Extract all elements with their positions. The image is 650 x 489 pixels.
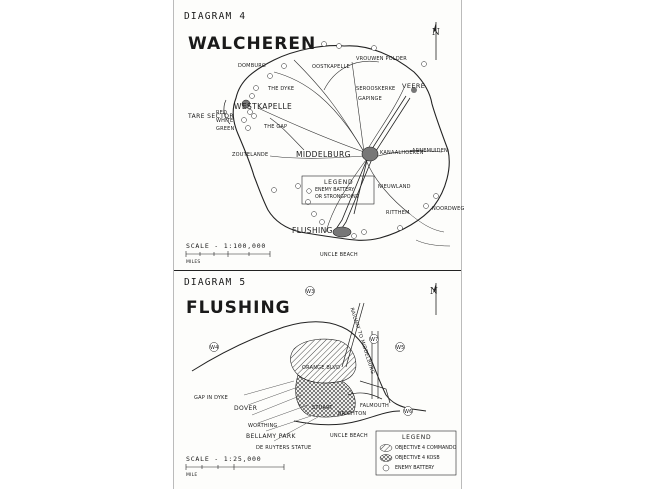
place-arnemuiden: ARNEMUIDEN [412, 148, 448, 154]
legend-5-title: LEGEND [402, 434, 432, 441]
place-tare-sector: TARE SECTOR [188, 113, 234, 120]
scale-5-unit: MILE [186, 473, 198, 478]
middelburg-town [361, 146, 379, 162]
place-falmouth: FALMOUTH [360, 403, 389, 409]
legend-4-line2: OR STRONGPOINT [315, 195, 359, 200]
place-orange-blvd: ORANGE BLVD [302, 365, 341, 371]
legend-5-line2: OBJECTIVE 4 KOSB [395, 456, 440, 461]
battery-label-w7: W7 [370, 337, 379, 343]
place-the-gap: THE GAP [264, 124, 288, 130]
battery-label-w4: W3 [306, 289, 315, 295]
place-green: GREEN [216, 126, 235, 132]
place-nieuwland: NIEUWLAND [378, 184, 411, 190]
battery-markers-5 [209, 286, 413, 416]
place-vrouwenpolder: VROUWEN POLDER [356, 56, 407, 62]
battery-label-w6: W6 [404, 409, 413, 415]
place-bellamy-park: BELLAMY PARK [246, 433, 296, 440]
place-stuart: STUART [312, 405, 333, 411]
flushing-map [185, 283, 457, 476]
scale-bar-5 [185, 464, 285, 470]
place-flushing: FLUSHING [292, 226, 333, 235]
north-arrow-icon [433, 283, 437, 315]
place-worthing: WORTHING [248, 423, 278, 429]
place-serooskerke: SEROOSKERKE [356, 86, 396, 92]
scale-5-label: SCALE - 1:25,000 [186, 455, 262, 463]
place-oostkapelle: OOSTKAPELLE [312, 64, 350, 70]
battery-label-w5: W5 [396, 345, 405, 351]
place-uncle-beach-4: UNCLE BEACH [320, 252, 358, 258]
map-sheet: DIAGRAM 4 WALCHEREN N [173, 0, 464, 489]
place-dover: DOVER [234, 405, 258, 412]
place-ritthem: RITTHEM [386, 210, 410, 216]
walcheren-title: WALCHEREN [188, 34, 317, 54]
legend-box-5 [375, 430, 457, 476]
diagram-5-label: DIAGRAM 5 [184, 277, 247, 288]
legend-box-4 [301, 175, 375, 205]
diagram-4-label: DIAGRAM 4 [184, 11, 247, 22]
place-veere: VEERE [402, 82, 426, 90]
place-domburg: DOMBURG [238, 63, 266, 69]
diagram-5-panel: DIAGRAM 5 FLUSHING N [174, 271, 461, 489]
place-gapinge: GAPINGE [358, 96, 382, 102]
north-arrow-icon [433, 22, 437, 60]
scale-4-unit: MILES [186, 260, 201, 265]
battery-markers [241, 41, 439, 239]
island-coastline [232, 45, 450, 241]
place-brighton: BRIGHTON [338, 411, 367, 417]
place-red: RED [216, 110, 228, 116]
legend-5-line3: ENEMY BATTERY [395, 466, 435, 471]
legend-4-line1: ENEMY BATTERY [315, 188, 355, 193]
place-middelburg: MIDDELBURG [296, 150, 351, 159]
place-westkapelle: WESTKAPELLE [234, 102, 293, 111]
walcheren-map [185, 22, 451, 257]
battery-label-w3: W4 [210, 345, 219, 351]
place-zoutelande: ZOUTELANDE [232, 152, 269, 158]
place-the-dyke: THE DYKE [268, 86, 295, 92]
scale-4-label: SCALE - 1:100,000 [186, 242, 267, 250]
place-de-ruyters: DE RUYTERS STATUE [256, 445, 312, 451]
legend-4-title: LEGEND [324, 179, 354, 186]
place-noordweg: NOORDWEG [432, 206, 465, 212]
objective-commando-area [290, 338, 357, 384]
legend-5-line1: OBJECTIVE 4 COMMANDO [395, 446, 457, 451]
scale-bar-4 [185, 251, 271, 257]
flushing-title: FLUSHING [186, 298, 291, 318]
flushing-town [332, 226, 352, 238]
place-kanaal: KANAALHOEKEN [380, 150, 424, 156]
place-gap-in-dyke: GAP IN DYKE [194, 395, 228, 401]
place-uncle-beach-5: UNCLE BEACH [330, 433, 368, 439]
place-white: WHITE [216, 118, 234, 124]
railway-line [341, 302, 365, 368]
diagram-4-panel: DIAGRAM 4 WALCHEREN N [174, 0, 464, 271]
